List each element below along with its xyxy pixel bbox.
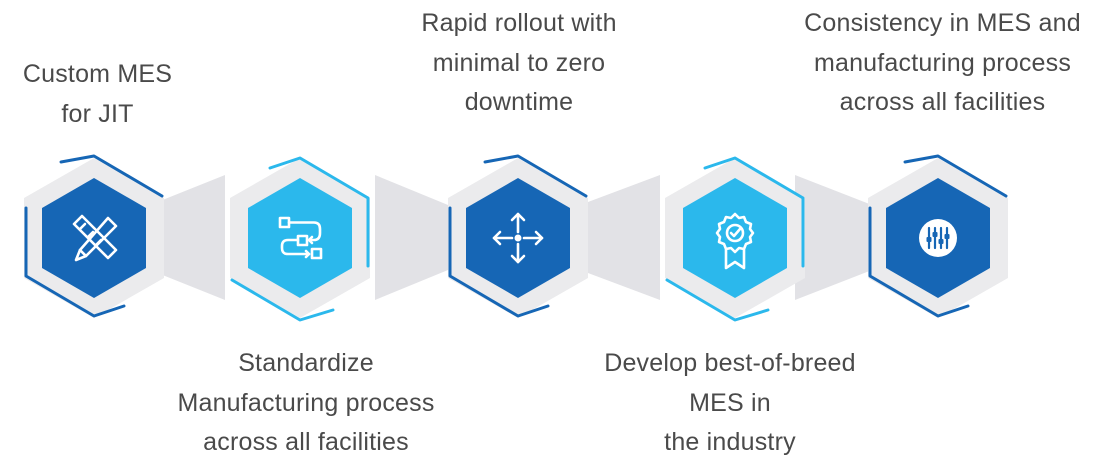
step-3-label: Rapid rollout with minimal to zero downt…: [380, 4, 658, 123]
hexagon-accent-line: [230, 156, 370, 322]
step-5-label: Consistency in MES and manufacturing pro…: [780, 4, 1105, 123]
step-5-label-line-1: Consistency in MES and: [804, 9, 1081, 37]
sliders-icon: [919, 219, 957, 257]
hexagon-step-3: [448, 154, 588, 318]
hexagon-accent-line: [448, 154, 588, 318]
step-4-label: Develop best-of-breed MES in the industr…: [570, 344, 890, 463]
hexagon-fill: [248, 178, 352, 298]
hexagon-step-4: [665, 156, 805, 322]
step-3-label-line-2: minimal to zero: [432, 48, 606, 77]
hexagon-accent-line: [868, 154, 1008, 318]
award-ribbon-icon: [715, 212, 755, 270]
step-4-label-line-2: MES in: [689, 388, 771, 417]
hexagon-fill: [42, 178, 146, 298]
connector-2-3: [375, 175, 448, 300]
hexagon-step-2: [230, 156, 370, 322]
hexagon-accent-line: [24, 154, 164, 318]
step-2-label-line-2: Manufacturing process: [177, 388, 435, 417]
step-2-label: Standardize Manufacturing process across…: [150, 344, 462, 463]
step-1-label: Custom MES for JIT: [0, 55, 195, 134]
step-3-label-line-3: downtime: [464, 88, 574, 116]
connector-1-2: [150, 175, 225, 300]
move-arrows-icon: [492, 212, 544, 264]
connectors: [150, 175, 872, 300]
hexagon-step-1: [24, 154, 164, 318]
step-1-label-line-1: Custom MES: [22, 60, 173, 88]
pencil-ruler-icon: [72, 214, 118, 262]
step-3-label-line-1: Rapid rollout with: [421, 9, 617, 37]
step-1-label-line-2: for JIT: [61, 99, 134, 128]
hexagon-accent-line: [665, 156, 805, 322]
connector-4-5: [795, 175, 872, 300]
connector-3-4: [580, 175, 660, 300]
process-flow-icon: [278, 216, 323, 260]
hexagon-step-5: [868, 154, 1008, 318]
step-4-label-line-1: Develop best-of-breed: [604, 349, 856, 377]
step-5-label-line-2: manufacturing process: [813, 48, 1072, 77]
step-2-label-line-1: Standardize: [238, 349, 374, 377]
hexagon-fill: [683, 178, 787, 298]
step-2-label-line-3: across all facilities: [203, 428, 409, 456]
step-5-label-line-3: across all facilities: [839, 88, 1046, 116]
step-4-label-line-3: the industry: [664, 428, 796, 456]
